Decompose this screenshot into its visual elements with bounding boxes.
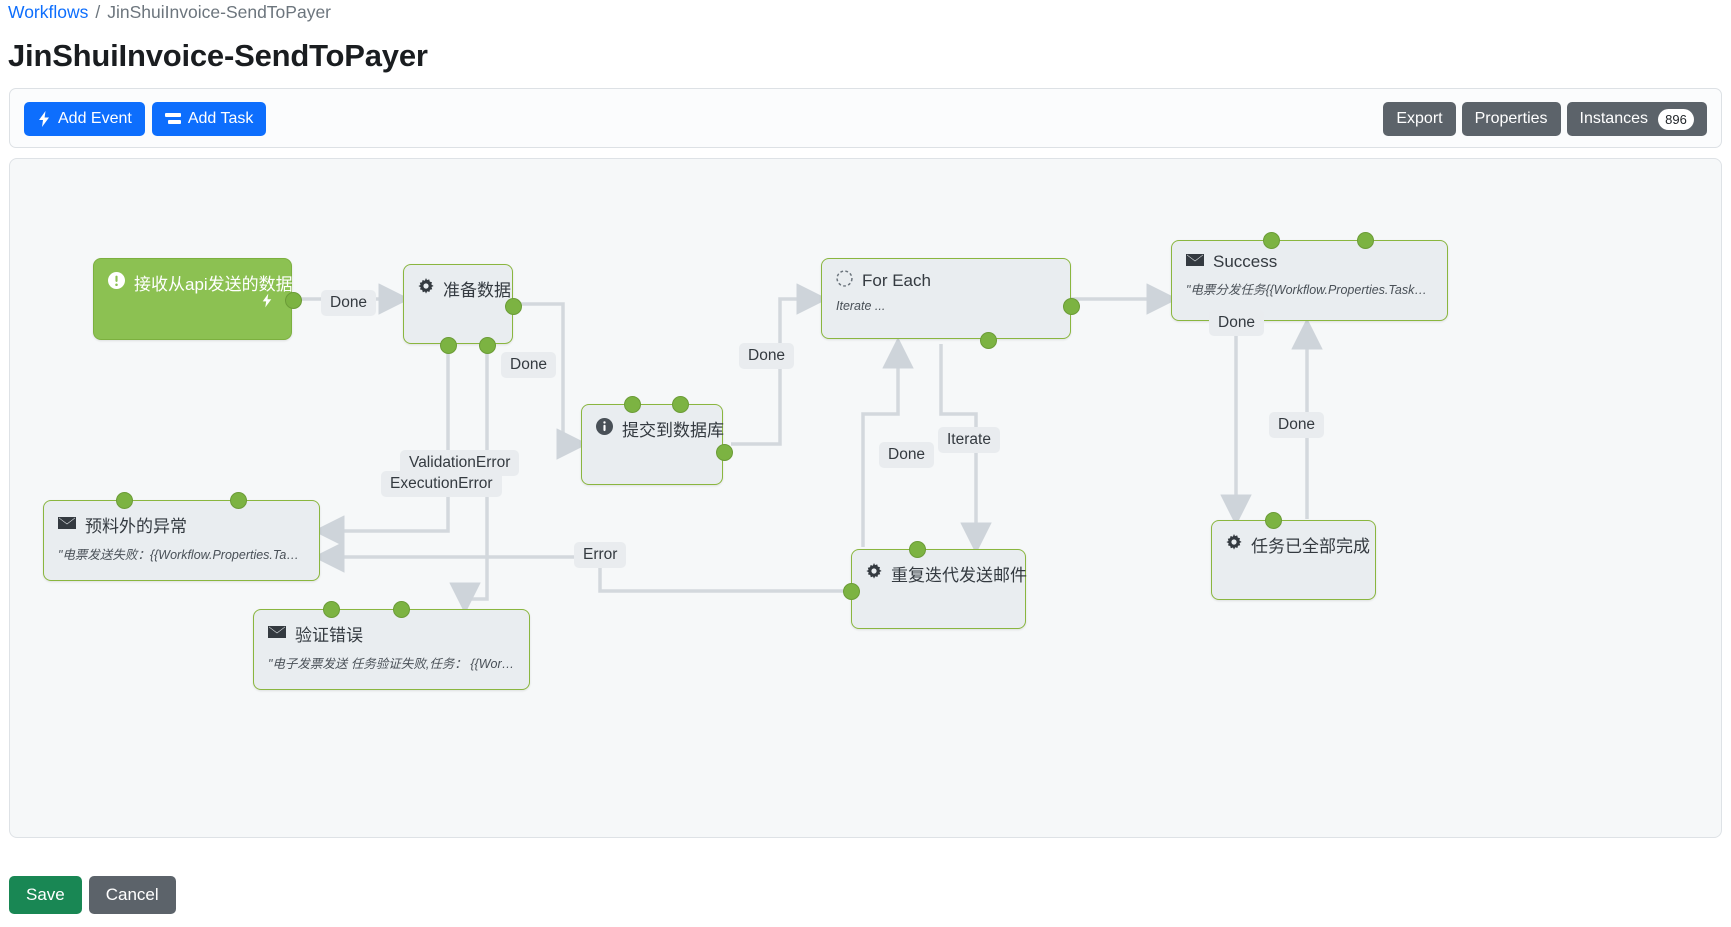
node-for-each[interactable]: For Each Iterate ...	[821, 258, 1080, 349]
node-title: 提交到数据库	[582, 405, 724, 441]
port-out-done[interactable]	[505, 298, 522, 315]
port-in-top-left[interactable]	[1263, 232, 1280, 249]
node-title: 准备数据	[404, 265, 512, 301]
add-event-label: Add Event	[58, 110, 132, 127]
workflow-connectors	[300, 283, 1323, 614]
node-receive-api-data[interactable]: 接收从api发送的数据	[93, 258, 302, 340]
task-list-icon	[164, 112, 181, 126]
breadcrumb: Workflows / JinShuiInvoice-SendToPayer	[8, 0, 331, 24]
node-title: 重复迭代发送邮件	[852, 550, 1027, 586]
breadcrumb-current: JinShuiInvoice-SendToPayer	[107, 1, 332, 22]
edge-label-done-success-down[interactable]: Done	[1209, 310, 1265, 336]
properties-button[interactable]: Properties	[1461, 102, 1561, 136]
node-title: 验证错误	[254, 610, 529, 646]
node-subtitle: "电票发送失败：{{Workflow.Properties.TaskTtile.…	[58, 548, 319, 562]
exclamation-circle-icon	[108, 271, 125, 294]
port-out-error[interactable]	[843, 583, 860, 600]
edge-label-error-send-mail[interactable]: Error	[574, 542, 627, 568]
port-out-done[interactable]	[1063, 298, 1080, 315]
port-in-top[interactable]	[1265, 512, 1282, 529]
gear-icon	[866, 563, 882, 584]
node-title: 预料外的异常	[44, 501, 319, 537]
export-button[interactable]: Export	[1383, 102, 1456, 136]
port-in-top-left[interactable]	[116, 492, 133, 509]
envelope-icon	[268, 624, 286, 644]
node-all-tasks-completed[interactable]: 任务已全部完成	[1211, 512, 1376, 600]
toolbar-right-group: Export Properties Instances 896	[1383, 102, 1707, 136]
node-prepare-data[interactable]: 准备数据	[403, 264, 522, 354]
breadcrumb-workflows-link[interactable]: Workflows	[8, 1, 89, 22]
lightning-bolt-icon	[261, 293, 273, 313]
node-validation-error[interactable]: 验证错误 "电子发票发送 任务验证失败,任务： {{Workflow....	[253, 601, 530, 690]
save-button[interactable]: Save	[9, 876, 82, 914]
port-in-top-left[interactable]	[323, 601, 340, 618]
node-title-text: 重复迭代发送邮件	[891, 566, 1027, 585]
cancel-button[interactable]: Cancel	[88, 876, 176, 914]
instances-count-badge: 896	[1658, 108, 1694, 130]
cancel-label: Cancel	[105, 885, 159, 904]
node-subtitle: "电子发票发送 任务验证失败,任务： {{Workflow....	[268, 657, 529, 671]
node-unexpected-exception[interactable]: 预料外的异常 "电票发送失败：{{Workflow.Properties.Tas…	[43, 492, 320, 581]
node-success[interactable]: Success "电票分发任务{{Workflow.Properties.Tas…	[1171, 232, 1448, 321]
port-in-top-right[interactable]	[672, 396, 689, 413]
page-title: JinShuiInvoice-SendToPayer	[8, 38, 428, 73]
edge-label-done-prepare-to-submit[interactable]: Done	[501, 352, 557, 378]
port-in-top-right[interactable]	[230, 492, 247, 509]
port-in-top-right[interactable]	[1357, 232, 1374, 249]
node-title-text: For Each	[862, 271, 931, 290]
node-title-text: 任务已全部完成	[1251, 537, 1370, 556]
lightning-bolt-icon	[37, 111, 51, 127]
add-task-label: Add Task	[187, 110, 254, 127]
node-subtitle: "电票分发任务{{Workflow.Properties.TaskTtile}}…	[1186, 283, 1447, 297]
node-title-text: 接收从api发送的数据	[134, 275, 293, 294]
port-out-iterate[interactable]	[980, 332, 997, 349]
instances-label: Instances	[1579, 110, 1648, 127]
node-title: Success	[1172, 241, 1447, 272]
workflow-canvas[interactable]: 接收从api发送的数据 准备数据	[9, 158, 1722, 838]
edge-label-iterate-foreach-loop[interactable]: Iterate	[938, 427, 1000, 453]
properties-label: Properties	[1474, 110, 1548, 127]
port-in-top-right[interactable]	[393, 601, 410, 618]
gear-icon	[1226, 534, 1242, 555]
edge-label-execution-error[interactable]: ExecutionError	[381, 471, 502, 497]
edge-label-done-submit-to-foreach[interactable]: Done	[739, 343, 795, 369]
node-title: For Each	[822, 259, 1070, 292]
node-title-text: 提交到数据库	[622, 421, 724, 440]
add-task-button[interactable]: Add Task	[151, 102, 267, 136]
port-in-top-left[interactable]	[624, 396, 641, 413]
node-title-text: Success	[1213, 252, 1278, 271]
edge-label-done-start-to-prepare[interactable]: Done	[321, 290, 377, 316]
node-title-text: 准备数据	[443, 281, 511, 300]
loop-circle-icon	[836, 270, 853, 292]
breadcrumb-separator: /	[95, 1, 101, 22]
node-title-text: 验证错误	[295, 626, 363, 645]
port-out-execution-error[interactable]	[479, 337, 496, 354]
info-circle-icon	[596, 417, 613, 440]
instances-button[interactable]: Instances 896	[1566, 102, 1707, 136]
port-in-top[interactable]	[909, 541, 926, 558]
save-label: Save	[26, 885, 65, 904]
edge-label-done-completed-up[interactable]: Done	[1269, 412, 1325, 438]
node-submit-to-database[interactable]: 提交到数据库	[581, 396, 733, 485]
port-out-validation-error[interactable]	[440, 337, 457, 354]
node-subtitle: Iterate ...	[836, 299, 886, 313]
node-title: 任务已全部完成	[1212, 521, 1375, 557]
footer-actions: Save Cancel	[9, 876, 176, 914]
node-title-text: 预料外的异常	[85, 517, 187, 536]
edge-label-done-foreach-loop[interactable]: Done	[879, 442, 935, 468]
node-repeat-iterate-send-mail[interactable]: 重复迭代发送邮件	[843, 541, 1027, 629]
node-title: 接收从api发送的数据	[94, 259, 293, 295]
export-label: Export	[1396, 110, 1443, 127]
add-event-button[interactable]: Add Event	[24, 102, 145, 136]
port-out-done[interactable]	[716, 444, 733, 461]
port-out-done[interactable]	[285, 292, 302, 309]
gear-icon	[418, 278, 434, 299]
toolbar: Add Event Add Task Export Properties	[9, 88, 1722, 148]
envelope-icon	[1186, 252, 1204, 272]
toolbar-left-group: Add Event Add Task	[24, 102, 267, 136]
envelope-icon	[58, 515, 76, 535]
